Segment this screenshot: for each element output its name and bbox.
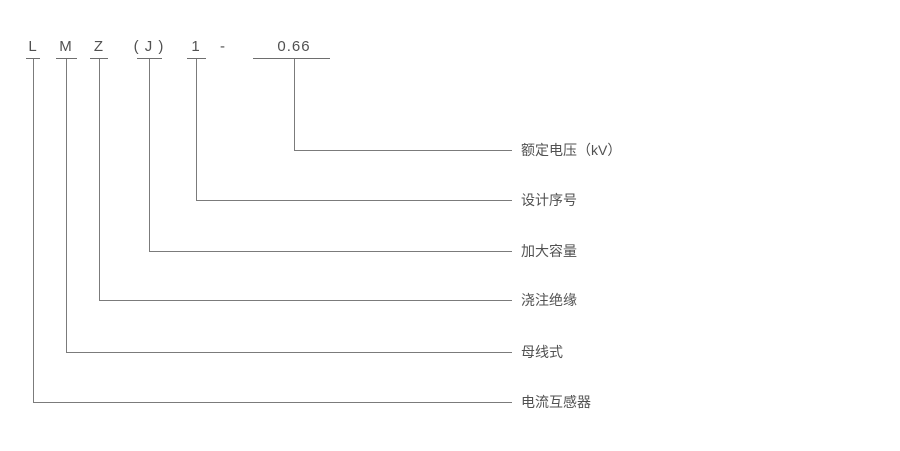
connector-horizontal-066 xyxy=(294,150,512,151)
underline-066 xyxy=(253,58,330,59)
code-symbol-Z: Z xyxy=(93,38,105,55)
underline-L xyxy=(26,58,40,59)
connector-horizontal-L xyxy=(33,402,512,403)
connector-horizontal-J xyxy=(149,251,512,252)
code-symbol-1: 1 xyxy=(191,38,201,55)
connector-horizontal-Z xyxy=(99,300,512,301)
code-symbol-L: L xyxy=(28,38,38,55)
connector-horizontal-M xyxy=(66,352,512,353)
underline-J xyxy=(137,58,162,59)
label-design-serial: 设计序号 xyxy=(521,192,577,208)
code-symbol-066: 0.66 xyxy=(277,38,311,55)
connector-horizontal-1 xyxy=(196,200,512,201)
label-rated-voltage: 额定电压（kV） xyxy=(521,142,622,158)
code-symbol-J: ( J ) xyxy=(133,38,165,55)
label-current-transformer: 电流互感器 xyxy=(521,394,591,410)
code-separator-dash: - xyxy=(220,38,226,55)
connector-vertical-M xyxy=(66,59,67,352)
label-cast-insulation: 浇注绝缘 xyxy=(521,292,577,308)
code-symbol-M: M xyxy=(59,38,73,55)
label-busbar-type: 母线式 xyxy=(521,344,563,360)
underline-1 xyxy=(187,58,206,59)
connector-vertical-J xyxy=(149,59,150,251)
label-increased-capacity: 加大容量 xyxy=(521,243,577,259)
connector-vertical-Z xyxy=(99,59,100,300)
connector-vertical-L xyxy=(33,59,34,402)
underline-Z xyxy=(90,58,108,59)
connector-vertical-066 xyxy=(294,59,295,150)
connector-vertical-1 xyxy=(196,59,197,200)
underline-M xyxy=(56,58,77,59)
